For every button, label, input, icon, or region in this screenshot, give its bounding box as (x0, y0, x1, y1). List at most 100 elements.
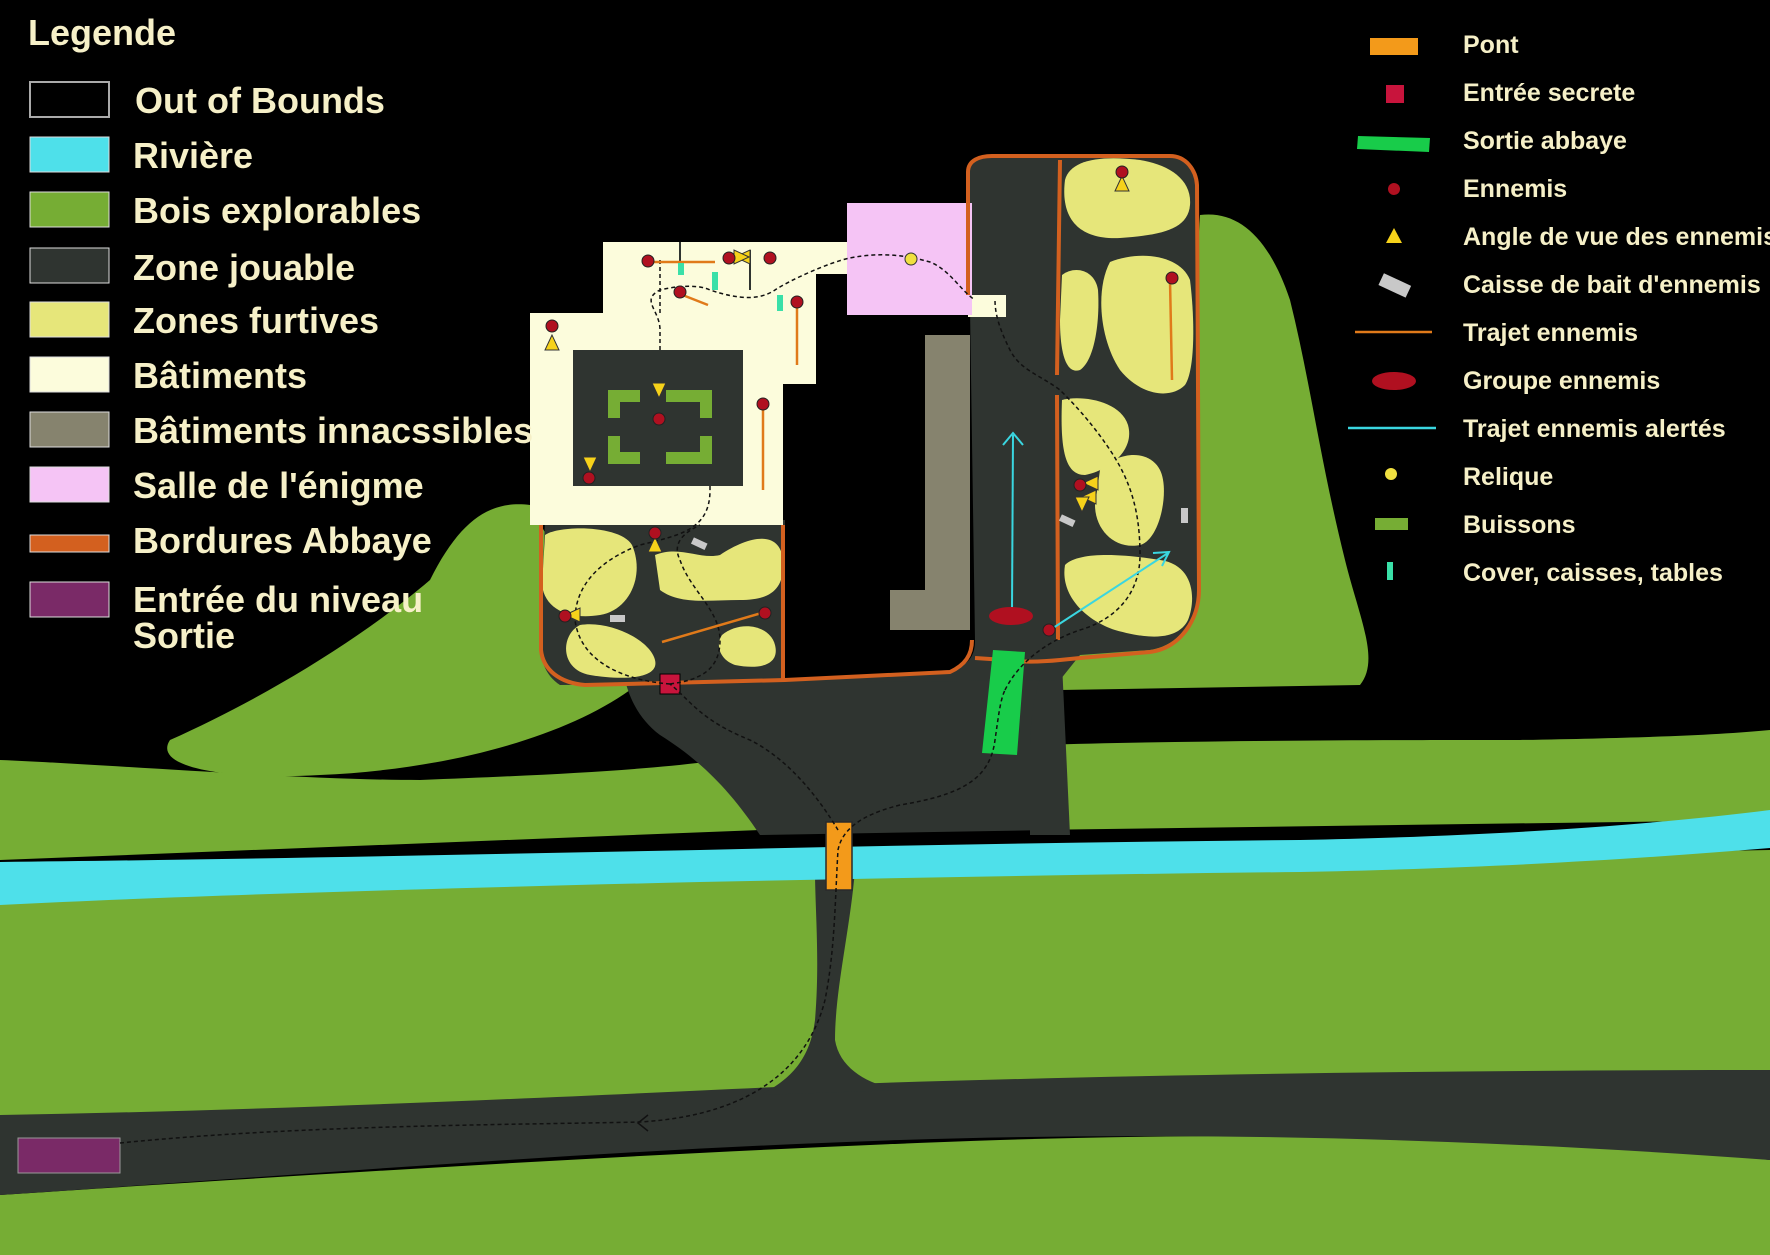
view-cone (1081, 475, 1099, 491)
stealth-zone (1064, 158, 1191, 239)
enemy (1042, 623, 1056, 637)
bait-crates (610, 508, 1188, 622)
player-path (119, 689, 1006, 1144)
legend-swatch-puzzle-room (29, 466, 110, 503)
path-arrowhead (636, 1114, 649, 1132)
player-path (669, 683, 839, 831)
enemy (758, 606, 772, 620)
legend-label-abbey-border: Bordures Abbaye (133, 520, 432, 561)
legend-label-river: Rivière (133, 135, 253, 176)
stealth-zone (655, 538, 784, 601)
forest-mid-right (1030, 730, 1770, 830)
legend-swatch-playable (29, 247, 110, 284)
level-entrance-exit (17, 1137, 121, 1174)
player-path (669, 524, 721, 685)
view-cone (544, 333, 560, 351)
bait-crate (690, 537, 708, 551)
legend-label-out-of-bounds: Out of Bounds (135, 80, 385, 121)
view-cone (563, 607, 581, 623)
enemy (790, 295, 804, 309)
alert-path-arrowhead (1002, 431, 1024, 446)
legend-label-stealth: Zones furtives (133, 300, 379, 341)
cover (712, 272, 718, 290)
path-south-road (0, 1070, 1770, 1195)
abbey-exit-icon (1357, 136, 1430, 152)
bush-icon (1375, 518, 1408, 530)
legend-label-bait-crate: Caisse de bait d'ennemis (1463, 271, 1761, 299)
enemy (582, 471, 596, 485)
path-courtyard-plaza (625, 680, 1060, 835)
legend-swatch-out-of-bounds (29, 81, 110, 118)
legend-swatch-abbey-border (29, 534, 110, 553)
view-cone (647, 535, 663, 553)
enemy (1165, 271, 1179, 285)
legend-swatch-river (29, 136, 110, 173)
legend-swatch-buildings (29, 356, 110, 393)
abbey-ground (540, 158, 1198, 685)
bait-crate (610, 615, 625, 622)
cover (777, 295, 783, 311)
stealth-zone (566, 624, 656, 678)
legend-swatch-inaccessible (29, 411, 110, 448)
stealth-zone (542, 528, 637, 617)
cover (678, 263, 684, 275)
forest-mid-left (0, 760, 760, 860)
playable-zones (0, 620, 1770, 1195)
enemy (1115, 165, 1129, 179)
legend-label-enemy: Ennemis (1463, 175, 1567, 203)
legend-title: Legende (28, 12, 176, 53)
cover-objects (678, 263, 783, 311)
legend-label-alert-path: Trajet ennemis alertés (1463, 415, 1726, 443)
stealth-zones (542, 158, 1194, 678)
legend-label-level-exit: Sortie (133, 615, 235, 656)
alert-path-arrowhead (1152, 550, 1171, 567)
enemy (641, 254, 655, 268)
alerted-enemy-paths (1002, 431, 1171, 631)
legend-label-bridge: Pont (1463, 31, 1519, 59)
legend-swatch-stealth (29, 301, 110, 338)
relic-icon (1385, 468, 1397, 480)
legend-label-view-cone: Angle de vue des ennemis (1463, 223, 1770, 251)
legend-label-buildings: Bâtiments (133, 355, 307, 396)
building-east-corridor (783, 274, 816, 384)
player-path (574, 489, 711, 685)
enemy (648, 526, 662, 540)
abbey-border-inner-east (1055, 159, 1062, 641)
path-bridge-road (760, 870, 900, 1095)
abbey-borders (539, 154, 1201, 687)
enemy-group (989, 607, 1033, 625)
enemies (545, 165, 1179, 637)
bush (608, 390, 640, 418)
legend-left: Legende Out of Bounds Rivière Bois explo… (28, 12, 533, 656)
legend-label-enemy-path: Trajet ennemis (1463, 319, 1638, 347)
bait-crate-icon (1378, 273, 1412, 298)
legend-swatch-level-entrance (29, 581, 110, 618)
view-cone (1074, 496, 1090, 514)
stealth-zone (718, 626, 776, 667)
alert-path (1049, 552, 1169, 631)
forest-bottom (0, 1136, 1770, 1255)
legend-label-playable: Zone jouable (133, 247, 355, 288)
bush (666, 436, 712, 464)
legend-label-secret-entrance: Entrée secrete (1463, 79, 1635, 107)
legend-label-puzzle-room: Salle de l'énigme (133, 465, 424, 506)
view-cone-icon (1386, 228, 1402, 243)
forest-south (0, 850, 1770, 1125)
enemy-path (661, 610, 766, 644)
player-path (994, 299, 1141, 691)
legend-swatch-forest (29, 191, 110, 228)
enemy (1073, 478, 1087, 492)
view-cone (1114, 174, 1130, 192)
building-north-mid (603, 274, 783, 314)
stealth-zone (1064, 555, 1193, 637)
enemy-path (1168, 279, 1174, 381)
player-paths (119, 254, 1141, 1144)
enemy (756, 397, 770, 411)
bush (608, 436, 640, 464)
cover-icon (1387, 562, 1393, 580)
view-cone (582, 456, 598, 474)
view-cone (651, 382, 667, 400)
bait-crate (1181, 508, 1188, 523)
legend-label-enemy-group: Groupe ennemis (1463, 367, 1660, 395)
